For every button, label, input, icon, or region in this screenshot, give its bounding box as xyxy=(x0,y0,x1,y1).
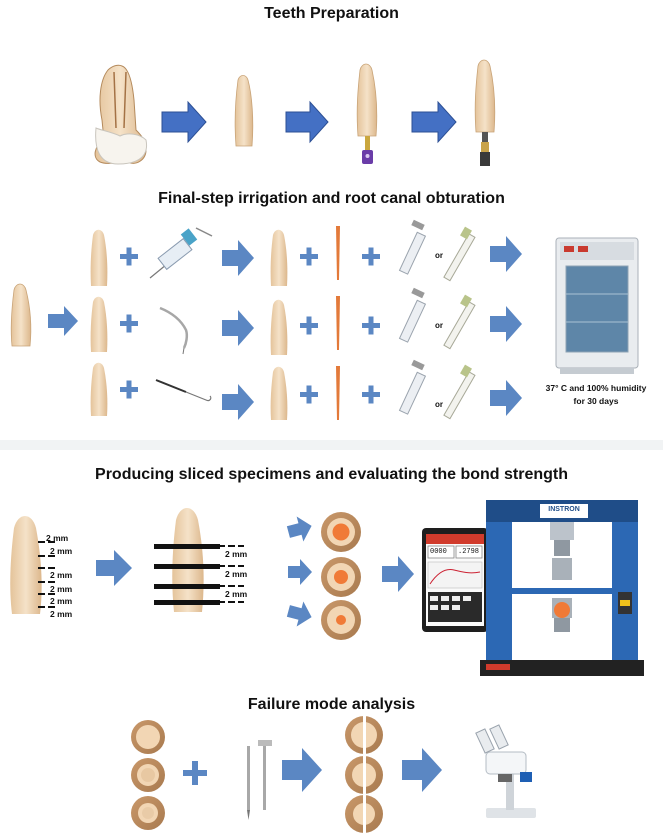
readout-left: 0000 xyxy=(430,548,447,556)
incubation-caption-line1: 37° C and 100% humidity xyxy=(545,383,647,393)
row-c-arrow xyxy=(222,384,254,420)
specimen-disc xyxy=(321,600,361,640)
gutta-percha-cone-icon xyxy=(336,226,340,280)
plus-icon xyxy=(362,316,380,335)
plus-icon xyxy=(362,385,380,404)
plus-icon xyxy=(300,385,318,404)
incubation-caption-line2: for 30 days xyxy=(573,396,619,406)
root-with-drill-icon xyxy=(474,59,496,166)
thickness-label: 2 mm xyxy=(50,609,73,619)
tablet-display-icon xyxy=(422,528,488,632)
sealer-syringe-icon xyxy=(398,219,427,275)
readout-right: .2798 xyxy=(458,548,480,556)
testing-arrow xyxy=(382,556,414,592)
split-arrow xyxy=(48,306,78,336)
endo-file-icon xyxy=(155,379,212,402)
split-disc xyxy=(345,714,383,756)
sliced-root-icon xyxy=(10,516,42,614)
row-a-root-icon xyxy=(270,229,288,286)
plus-icon xyxy=(120,314,138,333)
gutta-percha-cone-icon xyxy=(336,366,340,420)
ultrasonic-tip-icon xyxy=(159,306,189,355)
slicing-saw-icon xyxy=(154,508,244,612)
row-a-arrow xyxy=(222,240,254,276)
or-label: or xyxy=(435,251,443,260)
chisel-hammer-icon xyxy=(247,740,272,820)
row-a-arrow-2 xyxy=(490,236,522,272)
plus-icon xyxy=(120,247,138,266)
plus-icon xyxy=(300,316,318,335)
prep-arrow-3 xyxy=(411,100,457,144)
or-label: or xyxy=(435,321,443,330)
failure-disc xyxy=(131,758,165,792)
failure-disc xyxy=(131,720,165,754)
failure-mode-title: Failure mode analysis xyxy=(247,696,416,713)
plus-icon xyxy=(300,247,318,266)
plus-icon xyxy=(183,761,207,785)
stereomicroscope-icon xyxy=(475,724,536,818)
slicing-arrow xyxy=(96,550,132,586)
slicing-title: Producing sliced specimens and evaluatin… xyxy=(95,466,568,483)
row-c-root-icon xyxy=(270,366,288,420)
split-disc xyxy=(345,754,383,796)
irrigation-syringe-icon xyxy=(149,227,213,279)
failure-disc xyxy=(131,796,165,830)
incubator-icon xyxy=(555,237,639,374)
teeth-preparation-title: Teeth Preparation xyxy=(264,5,399,22)
prep-arrow-2 xyxy=(285,100,329,144)
thickness-label: 2 mm xyxy=(50,596,73,606)
disc-arrow-3 xyxy=(286,601,312,627)
sealer-tube-icon xyxy=(443,364,476,420)
sealer-tube-icon xyxy=(443,226,476,282)
failure-arrow-1 xyxy=(282,748,322,792)
row-a-root-icon xyxy=(90,229,108,286)
gutta-percha-cone-icon xyxy=(336,296,340,350)
sealer-syringe-icon xyxy=(398,359,427,415)
prep-arrow-1 xyxy=(161,100,207,144)
row-b-root-icon xyxy=(90,296,108,352)
machine-brand-label: INSTRON xyxy=(548,506,580,513)
irrigation-title: Final-step irrigation and root canal obt… xyxy=(158,190,505,207)
row-c-root-icon xyxy=(90,362,108,416)
disc-arrow-1 xyxy=(286,516,312,542)
row-b-arrow-2 xyxy=(490,306,522,342)
thickness-label: 2 mm xyxy=(225,589,248,599)
failure-arrow-2 xyxy=(402,748,442,792)
row-b-arrow xyxy=(222,310,254,346)
split-disc xyxy=(345,793,383,835)
plus-icon xyxy=(120,380,138,399)
thickness-label: 2 mm xyxy=(225,569,248,579)
decoronated-root-icon xyxy=(234,75,254,147)
row-b-root-icon xyxy=(270,299,288,355)
sealer-tube-icon xyxy=(443,294,476,350)
specimen-disc xyxy=(321,557,361,597)
starting-root-icon xyxy=(10,283,32,347)
sealer-syringe-icon xyxy=(398,287,427,343)
thickness-label: 2 mm xyxy=(50,584,73,594)
thickness-label: 2 mm xyxy=(50,570,73,580)
thickness-label: 2 mm xyxy=(46,533,69,543)
extracted-tooth-icon xyxy=(94,64,148,165)
universal-testing-machine-icon xyxy=(480,500,644,676)
incubation-caption: 37° C and 100% humidity for 30 days xyxy=(532,382,660,408)
specimen-disc xyxy=(321,512,361,552)
slice-marks xyxy=(38,541,56,608)
disc-arrow-2 xyxy=(288,559,312,585)
section-divider xyxy=(0,440,663,450)
root-with-file-icon xyxy=(356,63,378,164)
or-label: or xyxy=(435,400,443,409)
row-c-arrow-2 xyxy=(490,380,522,416)
thickness-label: 2 mm xyxy=(50,546,73,556)
thickness-label: 2 mm xyxy=(225,549,248,559)
plus-icon xyxy=(362,247,380,266)
